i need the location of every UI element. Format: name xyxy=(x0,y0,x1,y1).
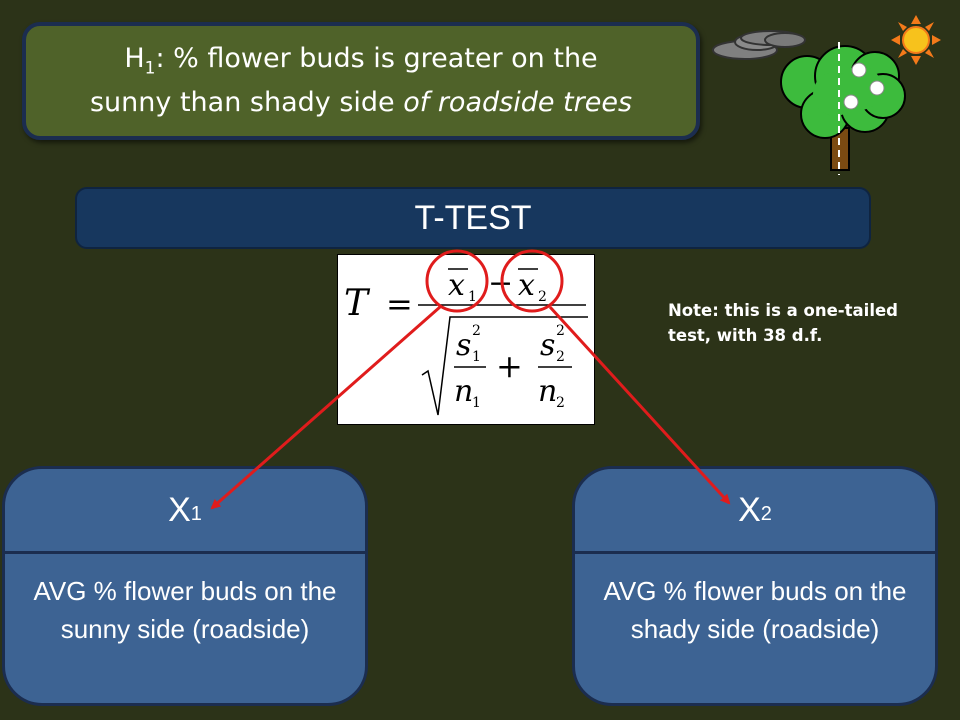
ttest-title-bar: T-TEST xyxy=(75,187,871,249)
formula-s1-sub: 1 xyxy=(472,349,481,365)
formula-n1: n xyxy=(454,374,473,409)
formula-T: T xyxy=(344,283,371,324)
hypothesis-box: H1: % flower buds is greater on the sunn… xyxy=(22,22,700,140)
ttest-title: T-TEST xyxy=(414,198,532,237)
formula-minus: − xyxy=(488,266,513,301)
formula-x1: x xyxy=(448,268,465,303)
hypothesis-text-2: sunny than shady side xyxy=(89,86,404,118)
formula-s2-sq: 2 xyxy=(556,323,565,339)
card-title-x2-label: X xyxy=(738,490,761,529)
hypothesis-line-2: sunny than shady side of roadside trees xyxy=(90,86,632,120)
sun-icon xyxy=(891,15,941,65)
formula-s2-sub: 2 xyxy=(556,349,565,365)
formula-plus: + xyxy=(496,347,523,385)
formula-s2: s xyxy=(540,328,555,363)
card-title-x1-sub: 1 xyxy=(190,502,202,525)
cloud-icon xyxy=(712,30,806,60)
formula-s1-sq: 2 xyxy=(472,323,481,339)
tree-icon xyxy=(780,42,906,175)
formula-box: T = x 1 − x 2 s 2 1 n 1 + s 2 2 n 2 xyxy=(337,254,595,425)
formula-equals: = xyxy=(386,285,413,323)
card-body-x2: AVG % flower buds on the shady side (roa… xyxy=(603,576,907,644)
formula-x1-sub: 1 xyxy=(468,289,477,305)
note-text: Note: this is a one-tailed test, with 38… xyxy=(668,301,898,345)
hypothesis-subscript: 1 xyxy=(144,58,156,79)
hypothesis-line-1: H1: % flower buds is greater on the xyxy=(124,42,597,85)
formula-n2: n xyxy=(538,374,557,409)
tree-illustration xyxy=(712,15,941,175)
card-title-x1-label: X xyxy=(168,490,191,529)
formula-s1: s xyxy=(456,328,471,363)
formula-n2-sub: 2 xyxy=(556,395,565,411)
card-title-x2-sub: 2 xyxy=(760,502,772,525)
hypothesis-label: H xyxy=(124,43,145,75)
formula-x2-sub: 2 xyxy=(538,289,547,305)
hypothesis-text-italic: of roadside trees xyxy=(403,86,633,118)
formula-n1-sub: 1 xyxy=(472,395,481,411)
t-statistic-formula: T = x 1 − x 2 s 2 1 n 1 + s 2 2 n 2 xyxy=(344,266,588,416)
card-body-x1: AVG % flower buds on the sunny side (roa… xyxy=(33,576,337,644)
hypothesis-text-1: : % flower buds is greater on the xyxy=(155,43,598,75)
formula-x2: x xyxy=(518,268,535,303)
